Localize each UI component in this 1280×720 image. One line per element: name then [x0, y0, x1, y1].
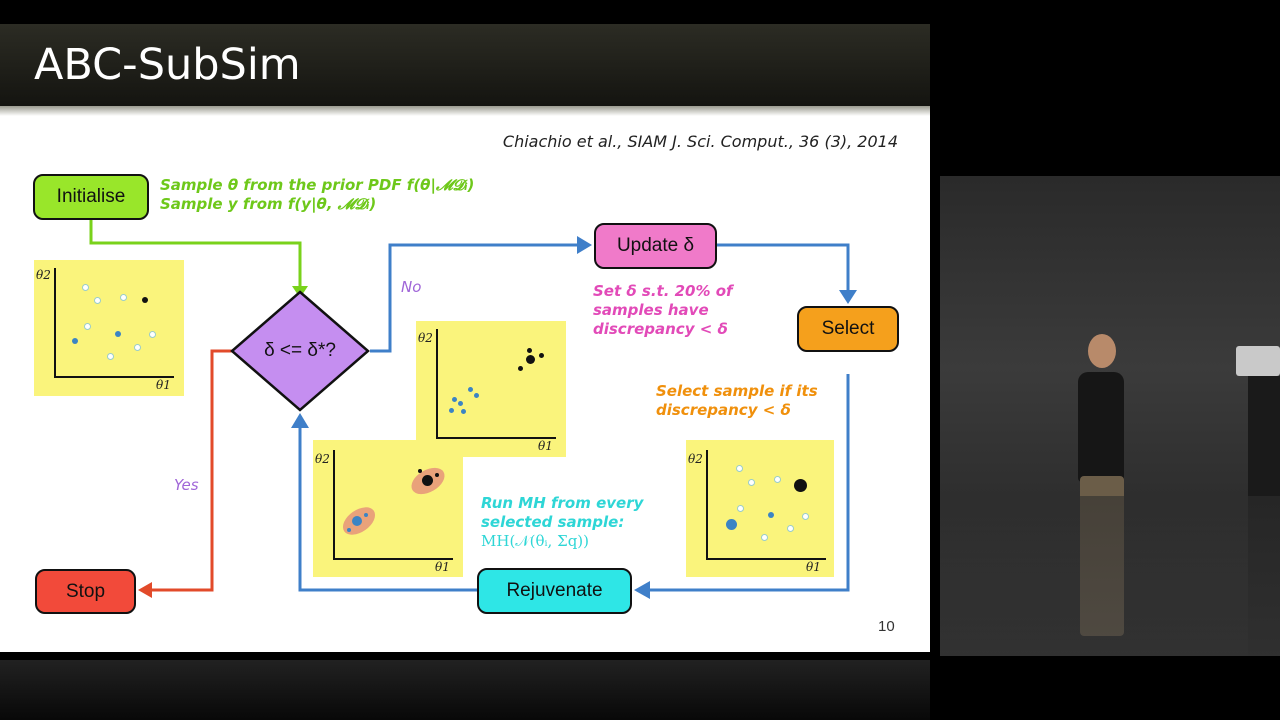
edge-label-no: No — [401, 278, 422, 296]
sample-dot — [761, 534, 768, 541]
citation: Chiachio et al., SIAM J. Sci. Comput., 3… — [502, 132, 898, 151]
plot-mh-ellipses: θ2 θ1 — [313, 440, 463, 577]
decision-label: δ <= δ*? — [264, 340, 336, 361]
sample-dot — [347, 528, 351, 532]
plot3-theta2-label: θ2 — [315, 452, 330, 466]
sample-dot — [794, 479, 807, 492]
page-number: 10 — [878, 618, 895, 635]
sample-dot — [72, 338, 78, 344]
sample-dot — [774, 476, 781, 483]
update-note: Set δ s.t. 20% of samples have discrepan… — [593, 282, 733, 339]
arrowhead-stop — [138, 582, 152, 598]
arrow-rejuvenate-to-decision — [298, 424, 477, 592]
select-note-line1: Select sample if its — [656, 382, 818, 400]
sample-dot — [474, 393, 479, 398]
rejuvenate-note-line2: selected sample: — [481, 513, 625, 531]
arrow-select-to-rejuvenate — [645, 374, 850, 592]
slide-title: ABC-SubSim — [34, 40, 301, 90]
arrowhead-decision-bottom — [291, 413, 309, 428]
sample-dot — [134, 344, 141, 351]
plot-select-samples: θ2 θ1 — [686, 440, 834, 577]
sample-dot — [422, 475, 433, 486]
sample-dot — [435, 473, 439, 477]
screen-reflection — [0, 660, 930, 720]
update-note-line3: discrepancy < δ — [593, 320, 728, 338]
arrowhead-update — [577, 236, 592, 254]
sample-dot — [737, 505, 744, 512]
sample-dot — [142, 297, 148, 303]
sample-dot — [364, 513, 368, 517]
sample-dot — [449, 408, 454, 413]
title-shadow — [0, 106, 930, 116]
initialise-note-line2: Sample y from f(y|θ, 𝓜𝓓ᵢ) — [160, 195, 377, 213]
title-bar: ABC-SubSim — [0, 24, 930, 106]
initialise-note-line1: Sample θ from the prior PDF f(θ|𝓜𝓓ᵢ) — [160, 176, 475, 194]
plot1-theta1-label: θ1 — [156, 378, 171, 392]
update-node: Update δ — [594, 223, 717, 269]
rejuvenate-node: Rejuvenate — [477, 568, 632, 614]
plot2-theta1-label: θ1 — [538, 439, 553, 453]
plot4-theta1-label: θ1 — [806, 560, 821, 574]
arrow-update-to-select — [717, 243, 850, 292]
plot-selected-clusters: θ2 θ1 — [416, 321, 566, 457]
sample-dot — [107, 353, 114, 360]
sample-dot — [94, 297, 101, 304]
arrow-decision-to-stop — [150, 349, 233, 592]
sample-dot — [526, 355, 535, 364]
initialise-node: Initialise — [33, 174, 149, 220]
sample-dot — [802, 513, 809, 520]
speaker-torso — [1078, 372, 1124, 482]
select-note: Select sample if its discrepancy < δ — [656, 382, 818, 420]
sample-dot — [468, 387, 473, 392]
select-node: Select — [797, 306, 899, 352]
sample-dot — [787, 525, 794, 532]
speaker-head — [1088, 334, 1116, 368]
sample-dot — [539, 353, 544, 358]
sample-dot — [120, 294, 127, 301]
slide: ABC-SubSim Chiachio et al., SIAM J. Sci.… — [0, 24, 930, 652]
sample-dot — [82, 284, 89, 291]
sample-dot — [461, 409, 466, 414]
plot2-theta2-label: θ2 — [418, 331, 433, 345]
sample-dot — [726, 519, 737, 530]
sample-dot — [115, 331, 121, 337]
stop-node: Stop — [35, 569, 136, 614]
edge-label-yes: Yes — [174, 476, 199, 494]
flow-arrows — [89, 220, 857, 599]
sample-dot — [518, 366, 523, 371]
rejuvenate-note: Run MH from every selected sample: MH(𝒩(… — [481, 494, 643, 551]
update-note-line1: Set δ s.t. 20% of — [593, 282, 733, 300]
floor — [940, 496, 1280, 656]
arrow-decision-to-update — [370, 243, 580, 353]
sample-dot — [452, 397, 457, 402]
sample-dot — [84, 323, 91, 330]
rejuvenate-note-line1: Run MH from every — [481, 494, 644, 512]
select-note-line2: discrepancy < δ — [656, 401, 791, 419]
plot1-theta2-label: θ2 — [36, 268, 51, 282]
sample-dot — [748, 479, 755, 486]
arrowhead-rejuvenate — [634, 581, 650, 599]
arrow-init-to-decision — [89, 220, 302, 286]
sample-dot — [527, 348, 532, 353]
sample-dot — [768, 512, 774, 518]
sample-dot — [352, 516, 362, 526]
decision-diamond — [230, 290, 370, 412]
plot-prior-samples: θ2 θ1 — [34, 260, 184, 396]
plot4-theta2-label: θ2 — [688, 452, 703, 466]
sample-dot — [458, 401, 463, 406]
plot3-theta1-label: θ1 — [435, 560, 450, 574]
rejuvenate-note-line3: MH(𝒩(θᵢ, Σq)) — [481, 532, 590, 550]
speaker-video — [940, 176, 1280, 656]
update-note-line2: samples have — [593, 301, 709, 319]
sample-dot — [418, 469, 422, 473]
sample-dot — [736, 465, 743, 472]
sample-dot — [149, 331, 156, 338]
initialise-note: Sample θ from the prior PDF f(θ|𝓜𝓓ᵢ) Sam… — [160, 176, 474, 214]
arrowhead-select — [839, 290, 857, 304]
laptop — [1236, 346, 1280, 376]
